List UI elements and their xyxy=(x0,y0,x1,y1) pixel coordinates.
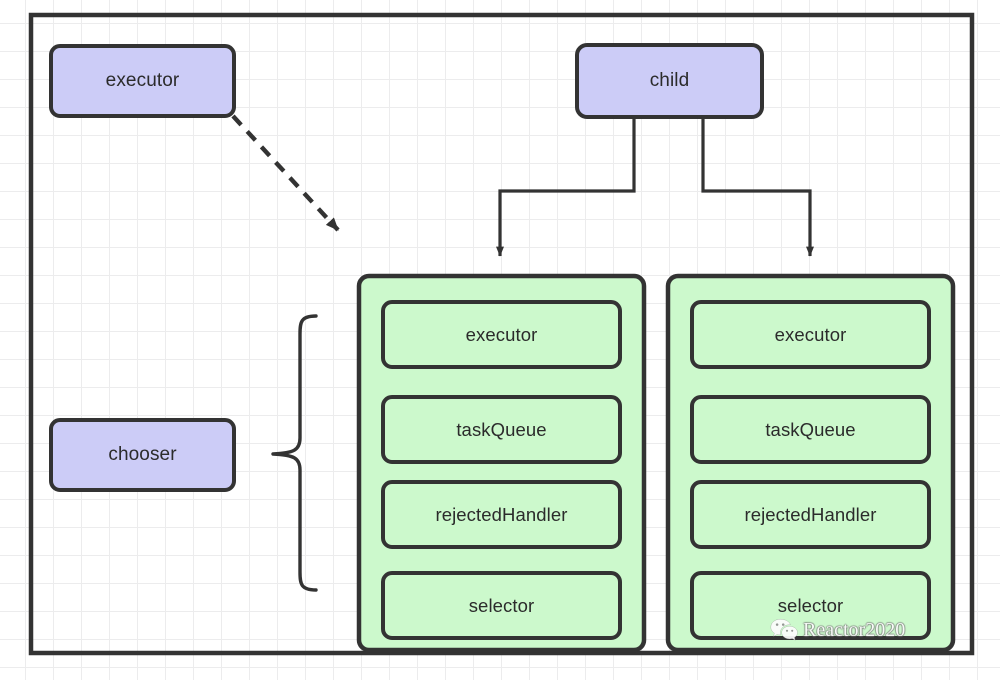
group-left-item-rejectedhandler[interactable] xyxy=(381,480,622,549)
node-child[interactable] xyxy=(575,43,764,119)
wechat-icon xyxy=(770,618,798,641)
node-chooser[interactable] xyxy=(49,418,236,492)
watermark: Reactor2020 xyxy=(770,618,905,642)
group-left-item-executor[interactable] xyxy=(381,300,622,369)
connector-child-to-right-group xyxy=(701,117,814,257)
chooser-brace xyxy=(271,314,318,592)
diagram-frame xyxy=(28,12,975,656)
node-executor-top[interactable] xyxy=(49,44,236,118)
connector-executor-dashed xyxy=(231,114,340,232)
connector-child-to-left-group xyxy=(496,117,636,257)
group-left-item-selector[interactable] xyxy=(381,571,622,640)
group-right-item-taskqueue[interactable] xyxy=(690,395,931,464)
group-right-item-executor[interactable] xyxy=(690,300,931,369)
watermark-text: Reactor2020 xyxy=(803,618,906,641)
group-left-item-taskqueue[interactable] xyxy=(381,395,622,464)
group-right-item-selector[interactable] xyxy=(690,571,931,640)
group-right-item-rejectedhandler[interactable] xyxy=(690,480,931,549)
